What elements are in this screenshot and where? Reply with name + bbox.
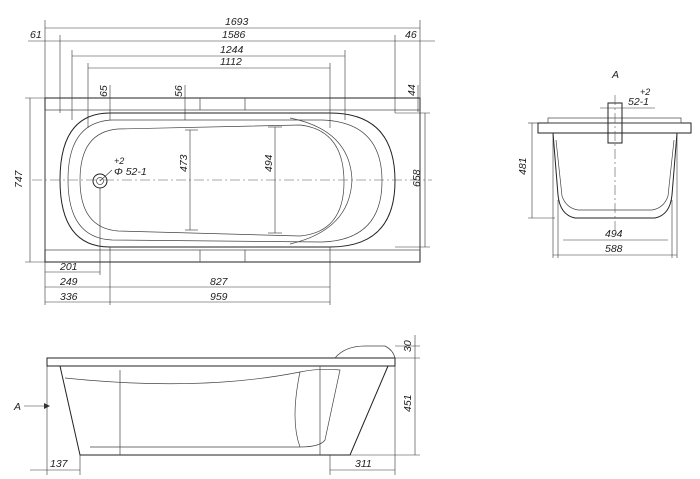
dim-bottom-length: 1112 [220,56,242,68]
dim-drain-offset-a: 65 [98,85,110,97]
end-view-depth: 481 [517,157,529,175]
side-view-height: 451 [402,394,414,412]
dim-overall-width: 747 [13,169,25,188]
top-view [32,97,432,263]
dim-x-249: 249 [59,276,78,288]
end-view: A +2 52-1 481 494 588 [517,69,692,258]
side-view-arrow-label: A [13,401,21,413]
side-view-rim-thickness: 30 [402,340,414,352]
side-view-rim [46,357,396,367]
end-view-tolerance: +2 [640,87,650,97]
end-view-bottom-width: 494 [605,228,623,240]
dim-overall-length: 1693 [225,16,249,28]
end-view-rim-top [547,117,682,124]
end-view-drain: 52-1 [628,96,649,108]
dim-inner-length: 1586 [222,29,246,41]
dim-left-offset: 61 [30,29,42,41]
end-view-rim [537,122,692,134]
dim-bottom-width-a: 473 [178,154,190,172]
drain-inner [96,177,104,185]
headrest-curve [289,117,353,245]
dim-x-959: 959 [210,291,228,303]
dim-inner-width: 658 [411,169,423,187]
dim-drain-offset-b: 56 [173,85,185,97]
drain-tolerance: +2 [114,156,124,166]
drain-diameter: Φ 52-1 [114,166,147,178]
side-view-inner-2 [294,371,301,448]
dim-x-827: 827 [210,276,229,288]
basin-middle [67,119,383,243]
end-view-top-width: 588 [605,243,623,255]
side-view-inner [64,368,341,448]
side-view-right-inset: 311 [355,458,372,470]
side-view-left-inset: 137 [50,458,69,470]
end-view-section-label: A [611,69,619,81]
dim-x-336: 336 [60,291,78,303]
dim-drain-x: 201 [59,261,78,273]
side-view-body [59,365,389,456]
side-view: A 30 451 137 311 [13,335,420,475]
basin-floor [79,124,345,237]
dim-bottom-width-b: 494 [263,154,275,172]
drain-leader [99,169,113,182]
side-view-headrest [334,345,396,359]
dim-rim-length: 1244 [220,44,244,56]
dim-top-rim: 44 [406,84,418,96]
dim-right-offset: 46 [405,29,417,41]
top-view-dimensions: 1693 61 1586 46 1244 1112 65 56 44 747 6… [13,16,435,305]
